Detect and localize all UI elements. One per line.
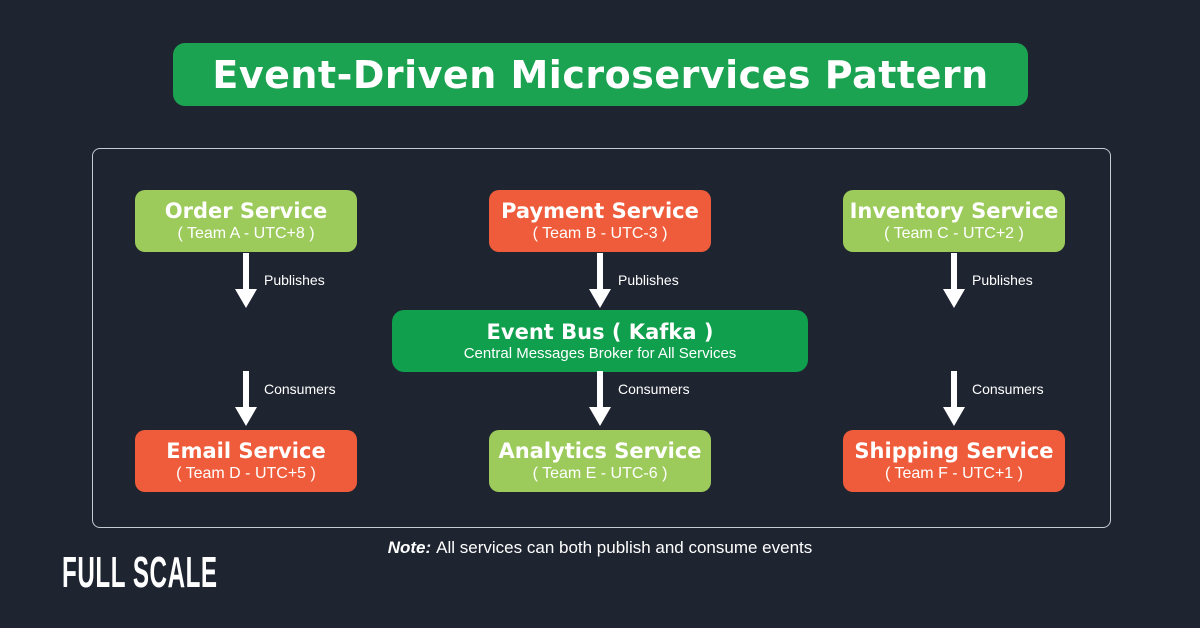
service-box-inventory: Inventory Service ( Team C - UTC+2 ) xyxy=(843,190,1065,252)
service-title: Email Service xyxy=(166,439,326,464)
service-title: Payment Service xyxy=(501,199,699,224)
service-box-shipping: Shipping Service ( Team F - UTC+1 ) xyxy=(843,430,1065,492)
arrow-down-icon xyxy=(587,371,613,427)
service-subtitle: ( Team B - UTC-3 ) xyxy=(532,224,668,242)
service-subtitle: ( Team E - UTC-6 ) xyxy=(532,464,668,482)
event-bus-title: Event Bus ( Kafka ) xyxy=(486,320,714,344)
note-body: All services can both publish and consum… xyxy=(436,538,813,557)
service-subtitle: ( Team F - UTC+1 ) xyxy=(885,464,1023,482)
service-box-email: Email Service ( Team D - UTC+5 ) xyxy=(135,430,357,492)
page-title-banner: Event-Driven Microservices Pattern xyxy=(173,43,1028,106)
service-subtitle: ( Team D - UTC+5 ) xyxy=(176,464,316,482)
service-box-payment: Payment Service ( Team B - UTC-3 ) xyxy=(489,190,711,252)
flow-label-publishes: Publishes xyxy=(972,272,1033,288)
note-prefix: Note: xyxy=(387,538,432,557)
full-scale-logo: FULL SCALE xyxy=(62,548,218,597)
arrow-down-icon xyxy=(941,253,967,309)
note-text: Note:All services can both publish and c… xyxy=(0,538,1200,558)
flow-label-consumers: Consumers xyxy=(972,381,1044,397)
arrow-down-icon xyxy=(941,371,967,427)
service-box-analytics: Analytics Service ( Team E - UTC-6 ) xyxy=(489,430,711,492)
arrow-down-icon xyxy=(587,253,613,309)
flow-label-publishes: Publishes xyxy=(618,272,679,288)
service-subtitle: ( Team A - UTC+8 ) xyxy=(177,224,315,242)
arrow-down-icon xyxy=(233,253,259,309)
service-title: Order Service xyxy=(164,199,328,224)
diagram-frame xyxy=(92,148,1111,528)
event-bus-subtitle: Central Messages Broker for All Services xyxy=(463,345,737,362)
service-title: Inventory Service xyxy=(849,199,1059,224)
flow-label-consumers: Consumers xyxy=(618,381,690,397)
service-subtitle: ( Team C - UTC+2 ) xyxy=(884,224,1024,242)
flow-label-publishes: Publishes xyxy=(264,272,325,288)
service-title: Shipping Service xyxy=(854,439,1054,464)
arrow-down-icon xyxy=(233,371,259,427)
service-box-order: Order Service ( Team A - UTC+8 ) xyxy=(135,190,357,252)
page-title: Event-Driven Microservices Pattern xyxy=(212,52,989,97)
flow-label-consumers: Consumers xyxy=(264,381,336,397)
event-bus-box: Event Bus ( Kafka ) Central Messages Bro… xyxy=(392,310,808,372)
service-title: Analytics Service xyxy=(498,439,702,464)
